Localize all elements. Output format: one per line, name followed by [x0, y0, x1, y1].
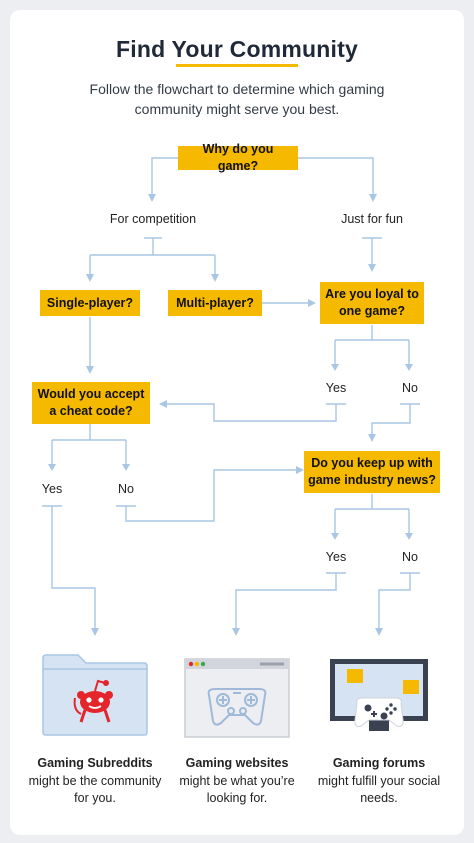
page-title: Find Your Community — [116, 36, 358, 62]
outcome-websites: Gaming websites might be what you’re loo… — [167, 755, 307, 807]
outcome-forums-text: might fulfill your social needs. — [317, 774, 441, 805]
answer-news-yes: Yes — [325, 550, 347, 564]
outcome-websites-text: might be what you’re looking for. — [179, 774, 295, 805]
answer-cheat-yes: Yes — [41, 482, 63, 496]
connector-loyalyes-cheat — [163, 404, 346, 422]
connector-newsyes-websites — [236, 572, 346, 632]
question-loyal: Are you loyal to one game? — [320, 282, 424, 324]
monitor-controller-icon — [330, 659, 428, 731]
connector-cheat-split — [51, 424, 127, 466]
connector-why-competition — [148, 157, 178, 202]
page-subtitle: Follow the flowchart to determine which … — [89, 81, 385, 117]
browser-gamepad-icon — [184, 658, 290, 738]
question-cheat-code: Would you accept a cheat code? — [32, 382, 150, 424]
outcome-subreddits-title: Gaming Subreddits — [37, 756, 153, 770]
connector-cheatno-news — [116, 470, 300, 522]
answer-cheat-no: No — [118, 482, 134, 496]
question-game-news: Do you keep up with game industry news? — [304, 451, 440, 493]
outcome-subreddits: Gaming Subreddits might be the community… — [25, 755, 165, 807]
answer-for-competition: For competition — [109, 212, 197, 226]
title-underline — [176, 64, 298, 67]
connector-competition-split — [90, 237, 215, 256]
reddit-folder-icon — [42, 654, 148, 736]
answer-loyal-no: No — [402, 381, 418, 395]
connector-loyal-split — [334, 325, 410, 366]
outcome-websites-title: Gaming websites — [185, 756, 289, 770]
connector-fun-loyal — [362, 237, 382, 268]
connector-why-fun — [298, 157, 377, 202]
connector-newsno-forums — [379, 572, 420, 632]
connector-loyalno-news — [372, 403, 420, 438]
outcome-forums: Gaming forums might fulfill your social … — [309, 755, 449, 807]
answer-just-for-fun: Just for fun — [341, 212, 403, 226]
connector-news-split — [334, 494, 410, 535]
connector-cheatyes-subreddits — [42, 505, 95, 632]
question-multi-player: Multi-player? — [168, 290, 262, 316]
question-single-player: Single-player? — [40, 290, 140, 316]
question-why-game: Why do you game? — [178, 142, 298, 173]
answer-loyal-yes: Yes — [325, 381, 347, 395]
answer-news-no: No — [402, 550, 418, 564]
outcome-subreddits-text: might be the community for you. — [28, 774, 162, 805]
outcome-forums-title: Gaming forums — [332, 756, 426, 770]
